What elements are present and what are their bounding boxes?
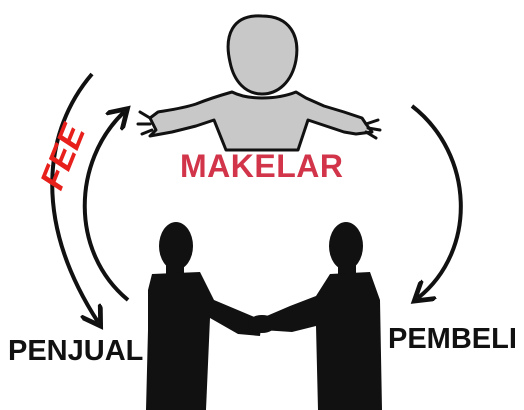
seller-label: PENJUAL — [8, 335, 144, 367]
left-inner-curved-arrow-icon — [82, 112, 128, 302]
handshake-icon — [248, 315, 276, 333]
buyer-label: PEMBELI — [388, 323, 517, 355]
right-curved-arrow-icon — [412, 104, 463, 298]
broker-person-icon — [136, 14, 382, 152]
broker-label: MAKELAR — [180, 148, 344, 184]
seller-silhouette-icon — [146, 222, 262, 410]
buyer-silhouette-icon — [262, 222, 382, 410]
left-outer-curved-arrow-icon — [50, 72, 98, 322]
